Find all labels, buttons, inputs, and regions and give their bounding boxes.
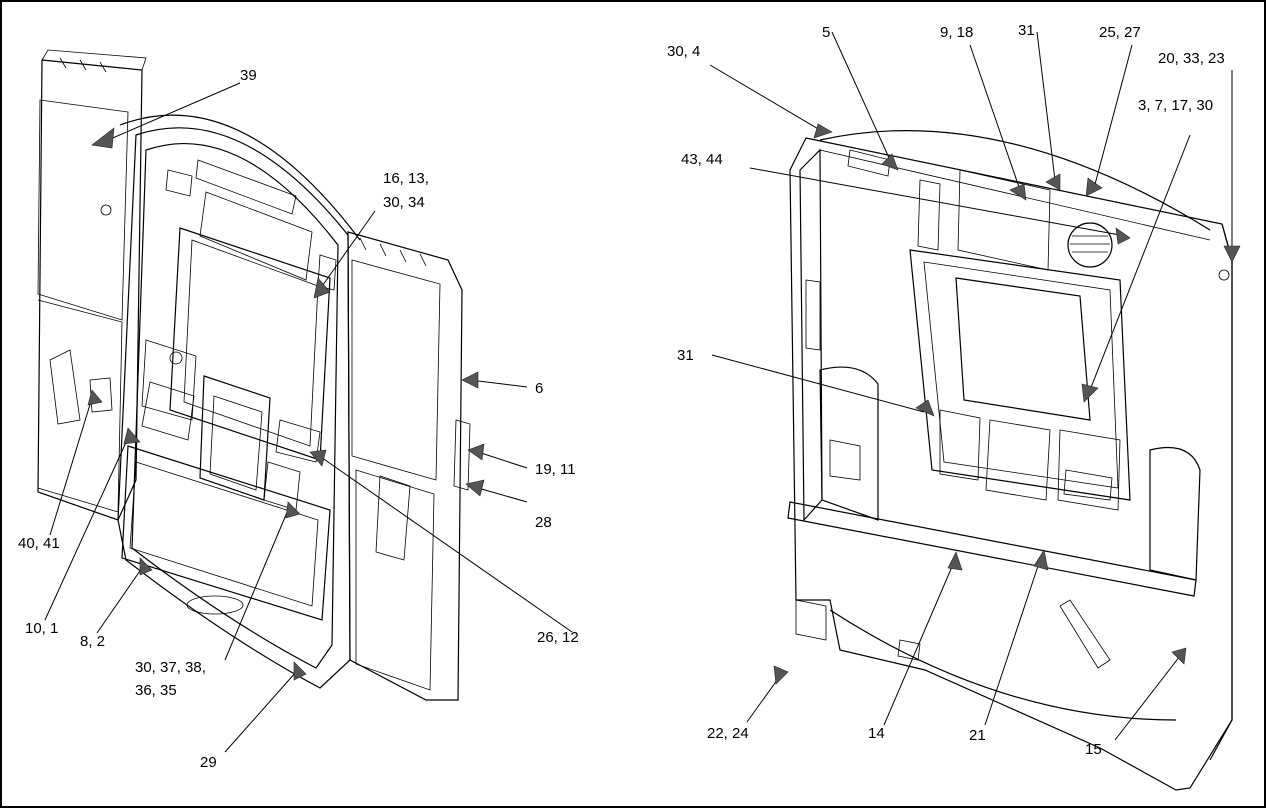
callout-36-35: 36, 35: [135, 682, 177, 699]
left-view-callouts: 39 16, 13, 30, 34 6 19, 11 28 26, 12 40,…: [18, 67, 579, 771]
right-assembly-drawing: [787, 129, 1233, 791]
callout-3-7-17-30: 3, 7, 17, 30: [1138, 97, 1213, 114]
callout-39: 39: [240, 67, 257, 84]
left-assembly-drawing: [37, 49, 471, 701]
callout-16-13: 16, 13,: [383, 170, 429, 187]
callout-5: 5: [822, 24, 830, 41]
callout-21: 21: [969, 727, 986, 744]
callout-9-18: 9, 18: [940, 24, 973, 41]
right-view-callouts: 30, 4 5 9, 18 31 25, 27 20, 33, 23 3, 7,…: [667, 22, 1225, 758]
callout-30-34: 30, 34: [383, 194, 425, 211]
callout-20-33-23: 20, 33, 23: [1158, 50, 1225, 67]
callout-29: 29: [200, 754, 217, 771]
callout-14: 14: [868, 725, 885, 742]
callout-31-top: 31: [1018, 22, 1035, 39]
callout-19-11: 19, 11: [535, 461, 576, 478]
callout-10-1: 10, 1: [25, 620, 58, 637]
callout-28: 28: [535, 514, 552, 531]
callout-30-4: 30, 4: [667, 43, 700, 60]
callout-25-27: 25, 27: [1099, 24, 1141, 41]
callout-arrows: [87, 123, 1241, 685]
callout-leaders: [44, 31, 1233, 753]
callout-6: 6: [535, 380, 543, 397]
callout-43-44: 43, 44: [681, 151, 723, 168]
callout-31-mid: 31: [677, 347, 694, 364]
callout-22-24: 22, 24: [707, 725, 749, 742]
callout-30-37-38: 30, 37, 38,: [135, 659, 206, 676]
callout-15: 15: [1085, 741, 1102, 758]
callout-26-12: 26, 12: [537, 629, 579, 646]
callout-40-41: 40, 41: [18, 535, 60, 552]
callout-8-2: 8, 2: [80, 633, 105, 650]
